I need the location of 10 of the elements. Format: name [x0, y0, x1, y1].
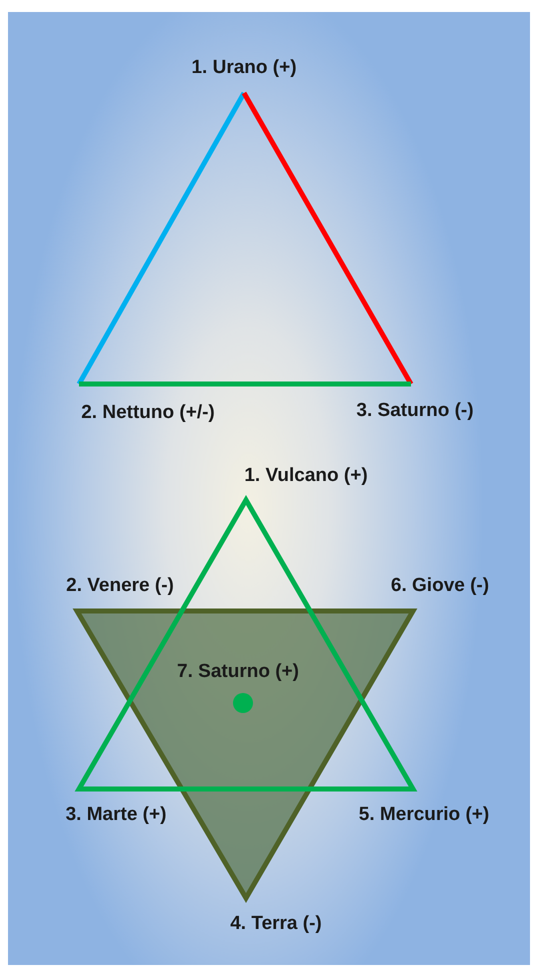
vertex-label: 2. Nettuno (+/-): [81, 402, 215, 424]
vertex-label: 2. Venere (-): [66, 575, 174, 597]
vertex-label: 7. Saturno (+): [177, 661, 299, 683]
vertex-label: 3. Marte (+): [66, 804, 166, 826]
vertex-label: 3. Saturno (-): [356, 400, 474, 422]
vertex-label: 6. Giove (-): [390, 575, 490, 597]
vertex-label: 1. Urano (+): [191, 57, 297, 79]
vertex-label: 4. Terra (-): [230, 913, 322, 935]
vertex-label: 5. Mercurio (+): [358, 804, 490, 826]
vertex-label: 1. Vulcano (+): [244, 465, 368, 487]
